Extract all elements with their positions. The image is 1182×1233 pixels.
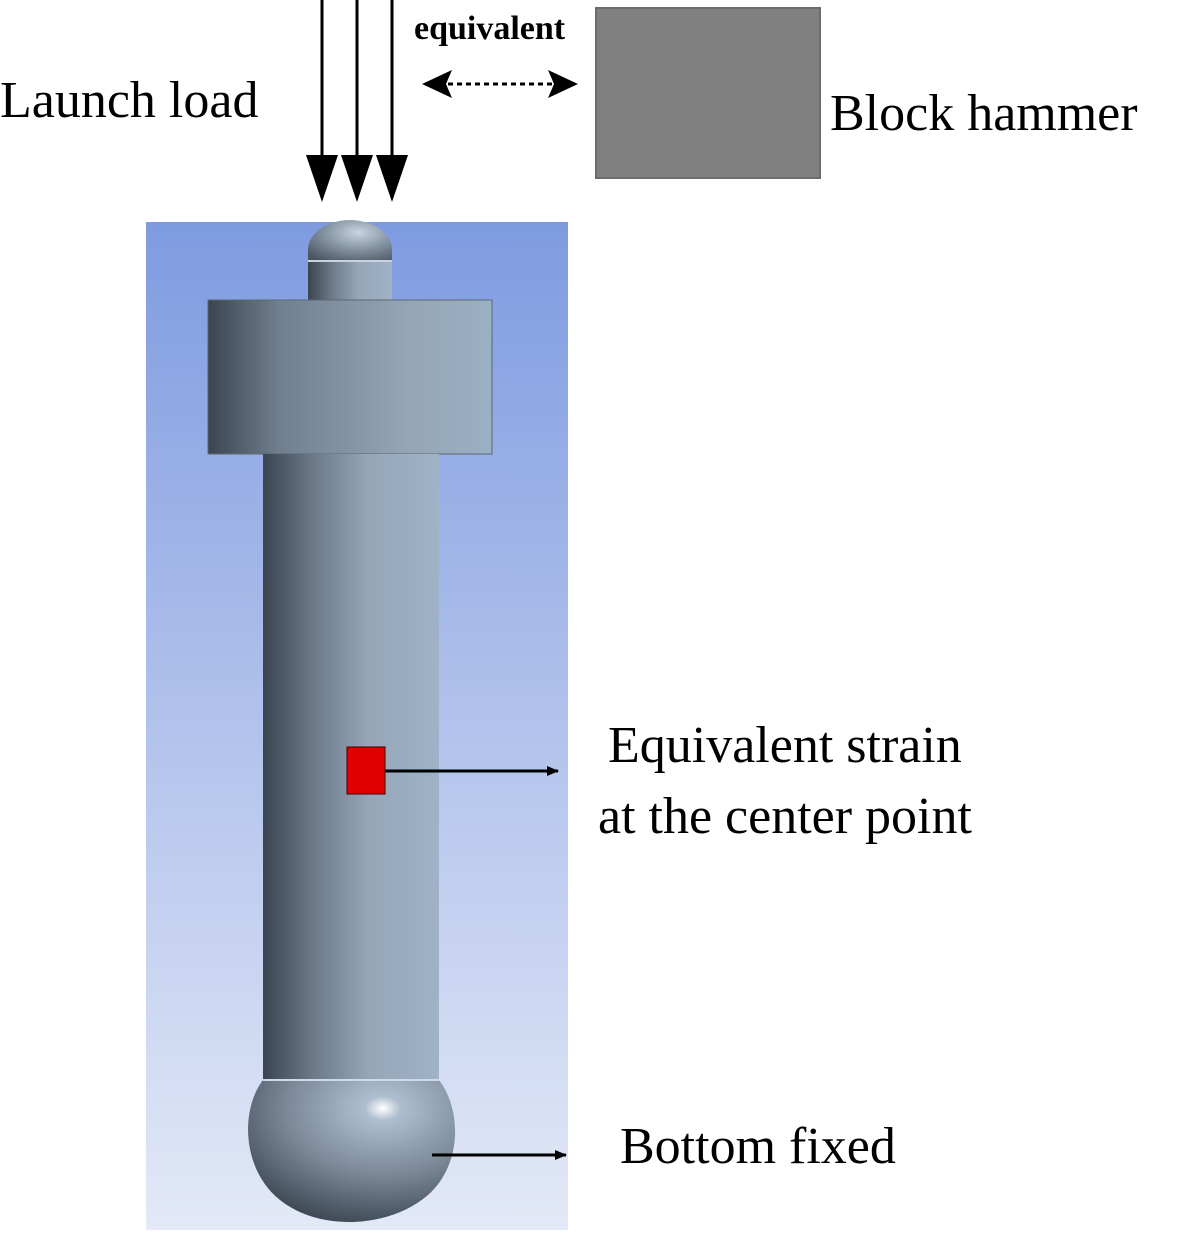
down-arrow-icon [306, 0, 408, 202]
block-hammer [595, 7, 821, 179]
strain-label-line2: at the center point [598, 788, 973, 845]
center-point-marker [346, 746, 386, 795]
bottom-fixed-label: Bottom fixed [620, 1118, 896, 1175]
upper-disc [207, 299, 493, 455]
equivalent-label: equivalent [414, 10, 566, 47]
top-cap [308, 220, 392, 302]
strain-label-line1: Equivalent strain [608, 717, 962, 774]
launch-load-label: Launch load [0, 72, 258, 129]
block-hammer-label: Block hammer [830, 85, 1138, 142]
double-dashed-arrow-icon [422, 70, 578, 98]
bottom-ball [248, 1079, 456, 1222]
